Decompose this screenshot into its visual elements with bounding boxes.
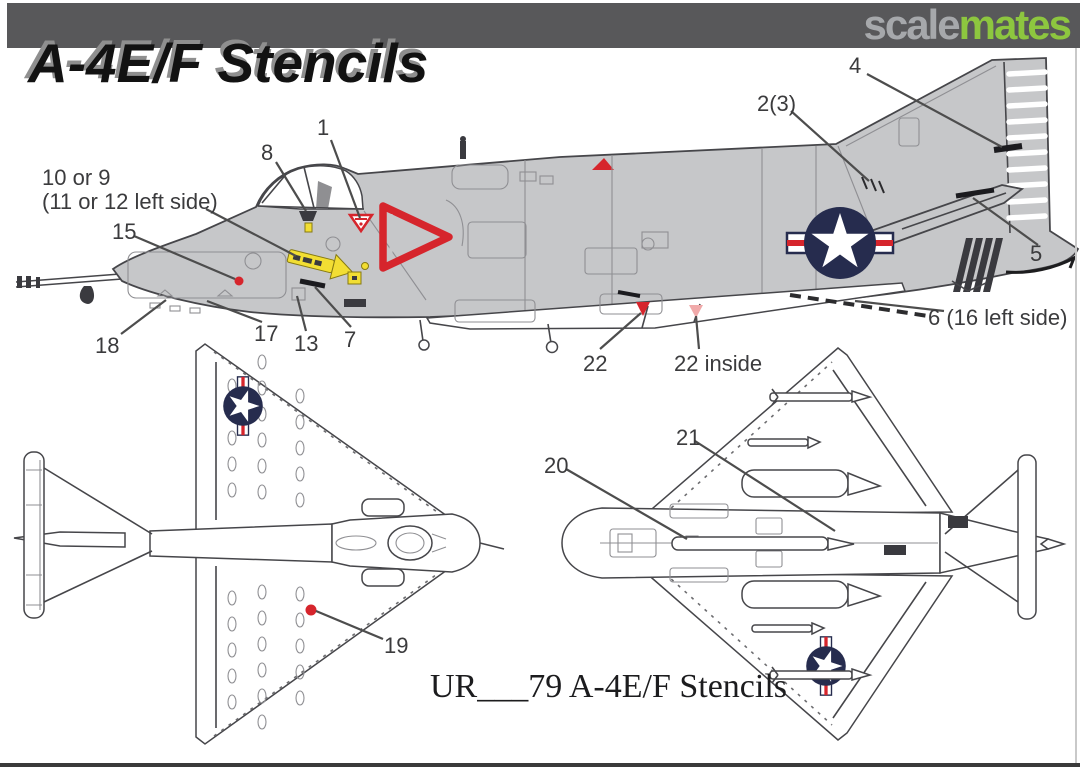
ejection-warning-triangle [347, 213, 375, 234]
rescue-arrow-marking [286, 249, 354, 280]
red-dot-marking-15 [234, 276, 244, 286]
wing-root-side [425, 282, 907, 330]
landing-gear [418, 319, 559, 354]
callout-10-line1: 10 or 9 [42, 165, 111, 190]
callout-22-inside: 22 inside [674, 351, 763, 376]
red-dot-marking-19 [305, 604, 317, 616]
callout-22: 22 [583, 351, 608, 376]
wing-fastener-rows [227, 354, 305, 730]
avionics-hump [451, 164, 509, 190]
flap-warning-triangle-22-inside [689, 305, 703, 318]
refueling-probe [15, 273, 123, 304]
canopy-mirror [299, 211, 317, 221]
top-view-drawing [13, 343, 505, 745]
sheet-caption: UR___79 A-4E/F Stencils [430, 668, 788, 705]
stencil-ticks-2 [861, 176, 885, 194]
callout-2-3: 2(3) [757, 91, 797, 116]
logo-mates-text: mates [958, 1, 1072, 48]
leader-lines [120, 73, 1039, 641]
callout-7: 7 [344, 327, 357, 352]
page-title: A-4E/F Stencils [28, 32, 429, 94]
callout-13: 13 [294, 331, 319, 356]
bottom-view-drawing [561, 347, 1067, 741]
external-stores [671, 388, 883, 684]
callout-1: 1 [317, 115, 330, 140]
tailhook [1005, 254, 1077, 274]
intake-warning-triangle [379, 202, 453, 272]
callout-15: 15 [112, 219, 137, 244]
page-edge-line [1075, 48, 1077, 763]
logo-scale-text: scale [863, 1, 960, 48]
stencil-dash-7 [299, 278, 326, 289]
canopy-top-view [387, 525, 433, 561]
yellow-dot-marking [361, 262, 369, 270]
flap-warning-triangle-22 [636, 302, 650, 316]
tailpipe-stripes [953, 238, 1003, 292]
side-view-drawing [15, 57, 1080, 354]
panel-lines [244, 145, 873, 312]
callout-8: 8 [261, 140, 274, 165]
callout-19: 19 [384, 633, 409, 658]
gear-bays [609, 503, 968, 583]
beacon-marking [592, 158, 614, 170]
tail-bumper [951, 280, 987, 292]
callout-21: 21 [676, 425, 701, 450]
callout-10-line2: (11 or 12 left side) [42, 189, 218, 214]
callout-4: 4 [849, 53, 862, 78]
scalemates-logo[interactable]: scalemates [863, 1, 1072, 48]
walkway-dashes [789, 293, 929, 318]
callout-18: 18 [95, 333, 120, 358]
callout-20: 20 [544, 453, 569, 478]
page-bottom-edge [0, 763, 1080, 767]
fuselage-outline [111, 57, 1080, 319]
callout-5: 5 [1030, 241, 1043, 266]
bottom-view-tail [944, 454, 1067, 620]
callout-17: 17 [254, 321, 279, 346]
canopy-handle [304, 222, 313, 233]
header-bar [7, 3, 1080, 48]
antenna [460, 141, 466, 159]
callout-6: 6 (16 left side) [928, 305, 1068, 330]
